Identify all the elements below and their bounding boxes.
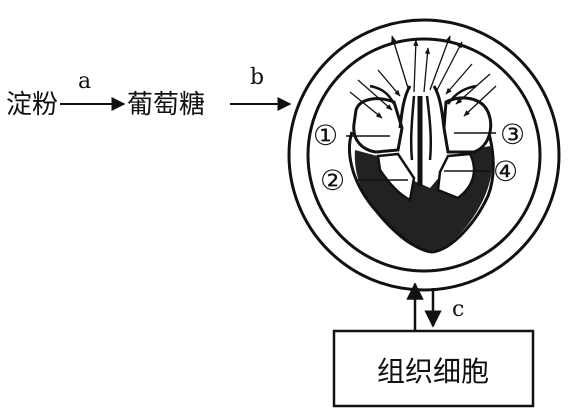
arrow-a-label: a	[78, 69, 91, 94]
starch-label: 淀粉	[6, 90, 58, 120]
label-3: ③	[500, 118, 525, 151]
arrow-c-label: c	[452, 297, 464, 322]
tissue-cells-label: 组织细胞	[377, 355, 489, 388]
label-1: ①	[313, 119, 338, 152]
label-4: ④	[493, 155, 518, 188]
tissue-cells-box	[332, 329, 535, 408]
heart-drawing	[346, 35, 497, 254]
glucose-label: 葡萄糖	[127, 90, 205, 120]
inner-ring	[306, 37, 542, 273]
label-2: ②	[320, 164, 345, 197]
outer-ring	[287, 18, 561, 292]
arrow-b-label: b	[250, 65, 264, 90]
